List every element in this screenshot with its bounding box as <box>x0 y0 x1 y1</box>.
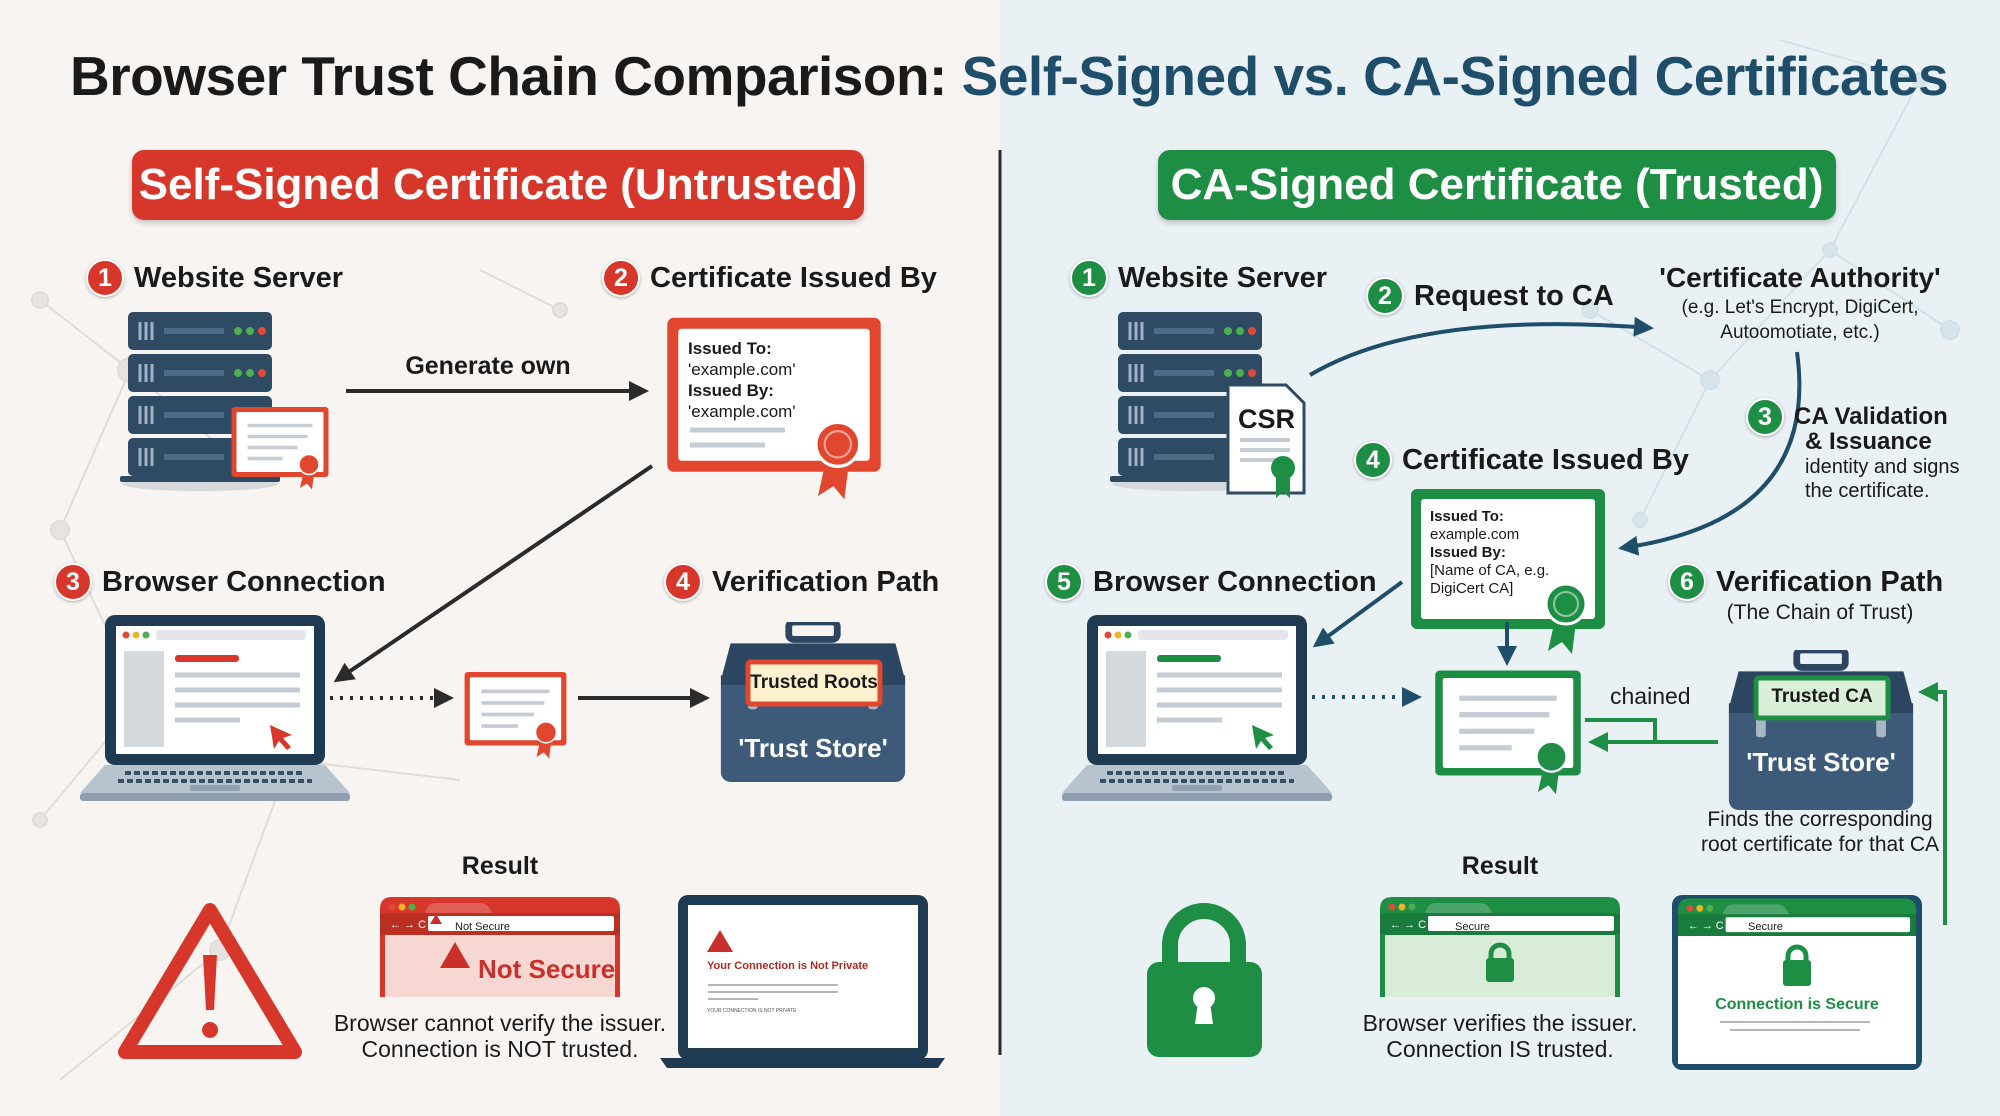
trust-store-label: 'Trust Store' <box>738 733 888 763</box>
untrusted-banner: Self-Signed Certificate (Untrusted) <box>132 150 864 220</box>
left-certificate-text: Issued To:'example.com' Issued By:'examp… <box>688 339 796 421</box>
right-result-caption-1: Browser verifies the issuer. <box>1362 1010 1638 1036</box>
connection-secure-title: Connection is Secure <box>1715 996 1879 1013</box>
right-step-3-desc-2: the certificate. <box>1805 480 1930 502</box>
warning-icon-error <box>707 930 733 952</box>
trust-store-note-2: root certificate for that CA <box>1700 833 1940 856</box>
error-page-footer: YOUR CONNECTION IS NOT PRIVATE <box>707 1008 797 1014</box>
right-step-6-sub: (The Chain of Trust) <box>1726 601 1914 624</box>
trusted-banner: CA-Signed Certificate (Trusted) <box>1158 150 1836 220</box>
padlock-icon <box>1147 903 1262 1057</box>
finds-root-arrow <box>1918 682 1947 925</box>
warning-icon-tiny <box>430 914 442 924</box>
ca-sub-1: (e.g. Let's Encrypt, DigiCert, <box>1681 297 1919 318</box>
trust-store-note-1: Finds the corresponding <box>1707 808 1933 831</box>
not-secure-browser-body <box>385 935 615 997</box>
certificate-icon-small <box>463 670 568 760</box>
not-secure-banner: Not Secure <box>478 954 616 984</box>
ca-title: 'Certificate Authority' <box>1659 262 1941 293</box>
warning-icon <box>118 903 302 1059</box>
warning-icon-small <box>440 942 470 968</box>
page-title: Browser Trust Chain Comparison: Self-Sig… <box>70 45 1949 107</box>
chained-label: chained <box>1610 683 1691 709</box>
padlock-icon-window <box>1783 944 1811 986</box>
right-result-caption-2: Connection IS trusted. <box>1386 1036 1614 1062</box>
warning-exclamation <box>202 955 219 1038</box>
right-certificate-text: Issued To:example.com Issued By:[Name of… <box>1430 508 1550 597</box>
left-result-heading: Result <box>461 852 539 880</box>
left-result-caption-1: Browser cannot verify the issuer. <box>333 1010 667 1036</box>
laptop-icon <box>80 615 350 801</box>
right-result-heading: Result <box>1461 852 1539 880</box>
trusted-ca-card <box>1753 675 1891 721</box>
network-background-decoration-right <box>1581 39 1960 528</box>
trust-store-label-right: 'Trust Store' <box>1746 747 1896 777</box>
request-to-ca-arrow <box>1308 316 1654 377</box>
chained-certificate-icon <box>1435 671 1581 795</box>
certificate-to-browser-arrow <box>1312 580 1404 648</box>
generate-own-label: Generate own <box>405 352 571 380</box>
secure-window-address: Secure <box>1748 921 1783 933</box>
trusted-ca-label: Trusted CA <box>1771 686 1873 707</box>
ca-sub-2: Autoomotiate, etc.) <box>1720 322 1880 343</box>
trusted-roots-card <box>745 659 883 707</box>
padlock-icon-small <box>1486 942 1514 982</box>
certificate-lines <box>690 427 785 448</box>
trusted-roots-label: Trusted Roots <box>750 672 878 693</box>
csr-seal-icon <box>1271 456 1295 480</box>
error-page-title: Your Connection is Not Private <box>707 960 869 972</box>
chained-arrow <box>1585 718 1718 744</box>
not-secure-address: Not Secure <box>455 921 511 933</box>
secure-address: Secure <box>1455 921 1490 933</box>
ca-issuance-arrow <box>1618 351 1802 556</box>
trust-store-icon-right <box>1729 650 1913 810</box>
csr-label: CSR <box>1238 404 1296 434</box>
right-step-3-desc-1: identity and signs <box>1805 456 1960 478</box>
left-result-caption-2: Connection is NOT trusted. <box>361 1036 639 1062</box>
certificate-to-browser-arrow <box>333 464 654 683</box>
right-step-3-label-2: & Issuance <box>1805 428 1932 455</box>
laptop-icon-right <box>1062 615 1332 801</box>
